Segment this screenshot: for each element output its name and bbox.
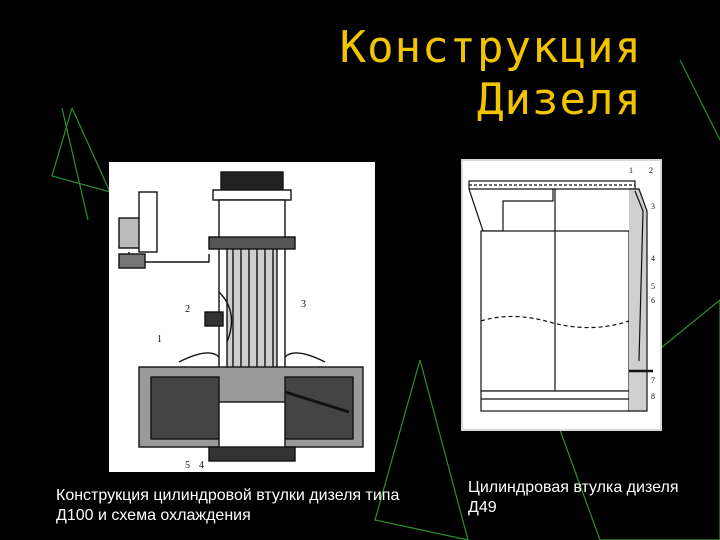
label-1: 1: [157, 334, 162, 345]
deco-line-top-right: [679, 59, 720, 141]
label-4: 4: [651, 254, 655, 263]
label-3: 3: [301, 299, 306, 310]
d100-drawing-svg: 1 2 3 4 5: [118, 171, 364, 471]
label-6: 6: [651, 296, 655, 305]
title-line-2: Дизеля: [477, 74, 642, 125]
label-2: 2: [185, 304, 190, 315]
label-2: 2: [649, 166, 653, 175]
slide-title: Конструкция Дизеля: [340, 22, 642, 126]
label-1: 1: [629, 166, 633, 175]
deco-line-left: [61, 107, 89, 221]
caption-d100: Конструкция цилиндровой втулки дизеля ти…: [56, 487, 400, 524]
label-7: 7: [651, 376, 655, 385]
d49-cylinder-liner-drawing: 1 2 3 4 5 6 7 8: [461, 159, 662, 431]
deco-polygon-right: [559, 299, 720, 540]
title-line-1: Конструкция: [339, 22, 642, 73]
d100-cylinder-liner-drawing: 1 2 3 4 5: [109, 162, 375, 472]
label-4: 4: [199, 460, 204, 471]
d49-drawing-svg: 1 2 3 4 5 6 7 8: [468, 166, 655, 412]
label-3: 3: [651, 202, 655, 211]
deco-triangle-left: [51, 107, 112, 193]
label-8: 8: [651, 392, 655, 401]
label-5: 5: [651, 282, 655, 291]
caption-d49: Цилиндровая втулка дизеля Д49: [468, 479, 679, 516]
label-5: 5: [185, 460, 190, 471]
deco-triangle-bottom: [374, 359, 469, 540]
